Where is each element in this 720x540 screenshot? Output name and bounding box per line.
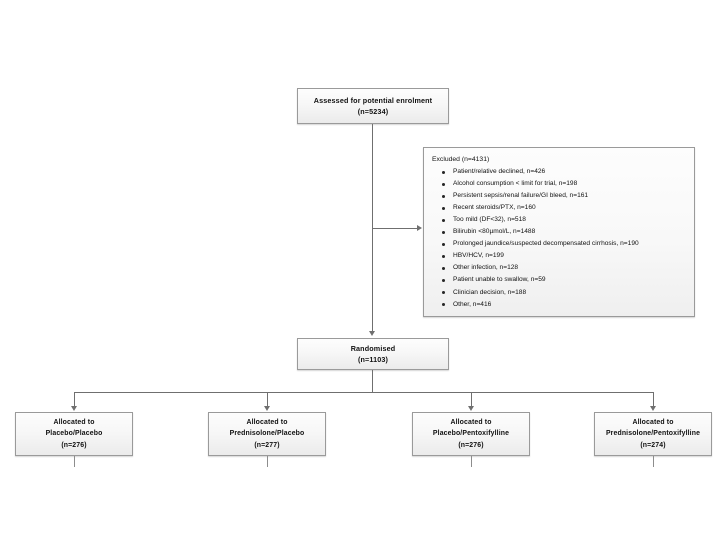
allocation-arm: Placebo/Placebo [45, 430, 103, 438]
arrowhead-arm-1 [71, 406, 77, 411]
connector-drop-arm-1 [74, 392, 75, 406]
excluded-heading: Excluded (n=4131) [432, 156, 490, 163]
allocation-count: (n=276) [61, 441, 87, 449]
allocation-arm: Placebo/Pentoxifylline [432, 430, 510, 438]
assessed-label: Assessed for potential enrolment [313, 95, 433, 105]
allocation-label: Allocated to [53, 419, 95, 427]
node-assessed-for-enrolment: Assessed for potential enrolment (n=5234… [297, 88, 449, 124]
excluded-reason-item: Patient/relative declined, n=426 [442, 166, 688, 178]
excluded-reason-list: Patient/relative declined, n=426 Alcohol… [431, 166, 688, 310]
node-allocation-placebo-placebo: Allocated to Placebo/Placebo (n=276) [15, 412, 133, 456]
connector-assessed-to-randomised [372, 124, 373, 331]
allocation-count: (n=276) [458, 441, 484, 449]
randomised-label: Randomised [350, 343, 396, 353]
allocation-arm: Prednisolone/Placebo [229, 430, 305, 438]
allocation-label: Allocated to [450, 419, 492, 427]
arrowhead-arm-2 [264, 406, 270, 411]
excluded-reason-item: Other, n=416 [442, 298, 688, 310]
node-excluded-panel: Excluded (n=4131) Patient/relative decli… [423, 147, 695, 317]
allocation-label: Allocated to [632, 419, 674, 427]
excluded-reason-item: Patient unable to swallow, n=59 [442, 274, 688, 286]
node-allocation-prednisolone-placebo: Allocated to Prednisolone/Placebo (n=277… [208, 412, 326, 456]
allocation-count: (n=274) [640, 441, 666, 449]
excluded-reason-item: Recent steroids/PTX, n=160 [442, 202, 688, 214]
connector-stub-arm-2 [267, 456, 268, 467]
connector-to-excluded [372, 228, 417, 229]
excluded-reason-item: Too mild (DF<32), n=518 [442, 214, 688, 226]
allocation-label: Allocated to [246, 419, 288, 427]
assessed-count: (n=5234) [357, 107, 389, 116]
allocation-count: (n=277) [254, 441, 280, 449]
connector-stub-arm-1 [74, 456, 75, 467]
node-allocation-placebo-pentoxifylline: Allocated to Placebo/Pentoxifylline (n=2… [412, 412, 530, 456]
excluded-reason-item: HBV/HCV, n=199 [442, 250, 688, 262]
excluded-reason-item: Persistent sepsis/renal failure/GI bleed… [442, 190, 688, 202]
node-randomised: Randomised (n=1103) [297, 338, 449, 370]
excluded-reason-item: Other infection, n=128 [442, 262, 688, 274]
connector-drop-arm-4 [653, 392, 654, 406]
allocation-arm: Prednisolone/Pentoxifylline [605, 430, 701, 438]
excluded-reason-item: Clinician decision, n=188 [442, 286, 688, 298]
excluded-reason-item: Prolonged jaundice/suspected decompensat… [442, 238, 688, 250]
connector-distribution-bar [74, 392, 653, 393]
connector-stub-arm-4 [653, 456, 654, 467]
connector-randomised-drop [372, 370, 373, 392]
connector-drop-arm-2 [267, 392, 268, 406]
excluded-reason-item: Alcohol consumption < limit for trial, n… [442, 178, 688, 190]
randomised-count: (n=1103) [357, 355, 389, 364]
node-allocation-prednisolone-pentoxifylline: Allocated to Prednisolone/Pentoxifylline… [594, 412, 712, 456]
arrowhead-into-excluded [417, 225, 422, 231]
connector-drop-arm-3 [471, 392, 472, 406]
arrowhead-arm-4 [650, 406, 656, 411]
excluded-reason-item: Bilirubin <80µmol/L, n=1488 [442, 226, 688, 238]
arrowhead-arm-3 [468, 406, 474, 411]
connector-stub-arm-3 [471, 456, 472, 467]
arrowhead-into-randomised [369, 331, 375, 336]
